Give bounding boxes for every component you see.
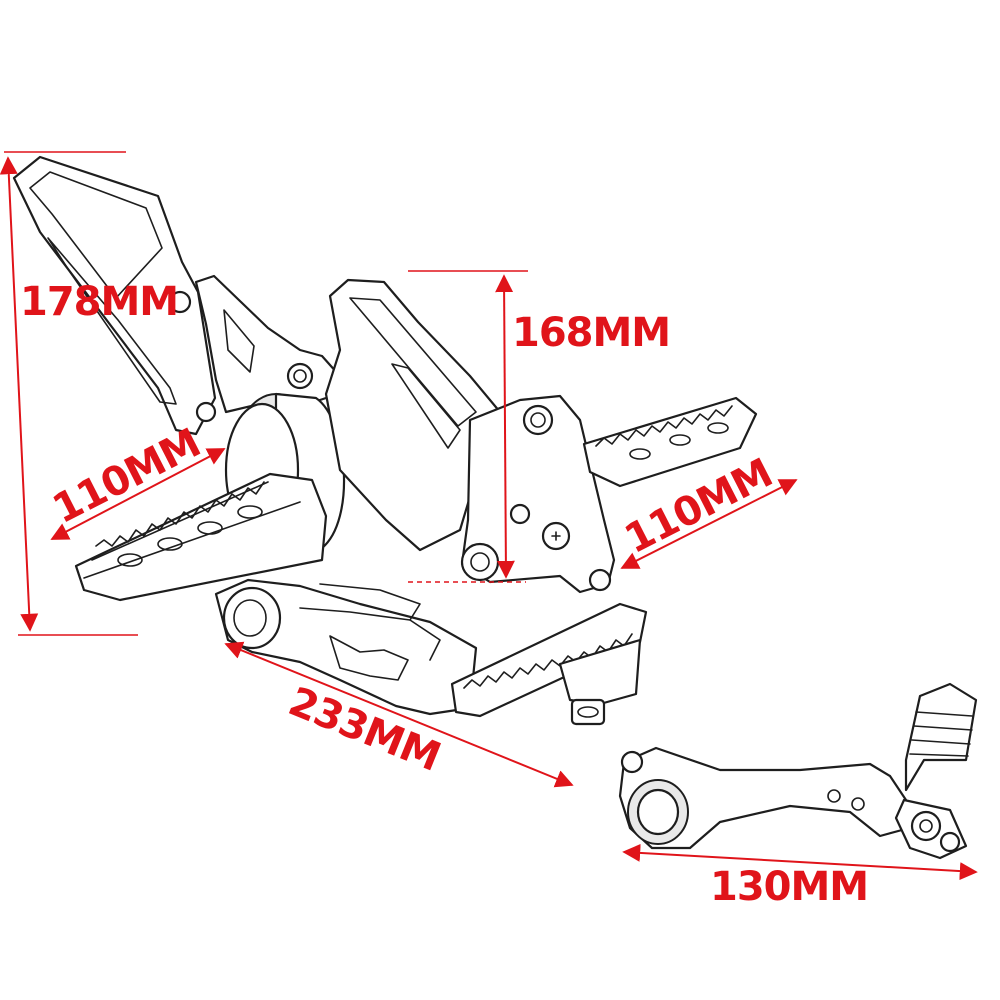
dimension-lines (0, 151, 978, 881)
label-height-left: 178MM (20, 279, 178, 325)
lower-pivot-bolt (222, 586, 282, 650)
shift-lever (618, 682, 978, 860)
right-bracket-body (460, 394, 616, 594)
dim-arrow-178 (0, 156, 39, 632)
dim-arrow-168 (495, 274, 515, 579)
label-height-middle: 168MM (512, 310, 670, 356)
rearset-assembly (12, 155, 758, 726)
label-shifter-length: 130MM (710, 864, 868, 910)
left-heel-plate (12, 155, 217, 436)
dim-arrow-peg-right (620, 479, 798, 569)
dim-arrow-130 (622, 843, 978, 881)
dim-arrow-233 (224, 641, 574, 788)
dim-arrow-peg-left (50, 448, 226, 540)
brake-pedal-peg (450, 602, 648, 726)
left-bracket-arm (194, 274, 340, 414)
right-foot-peg (582, 396, 758, 488)
